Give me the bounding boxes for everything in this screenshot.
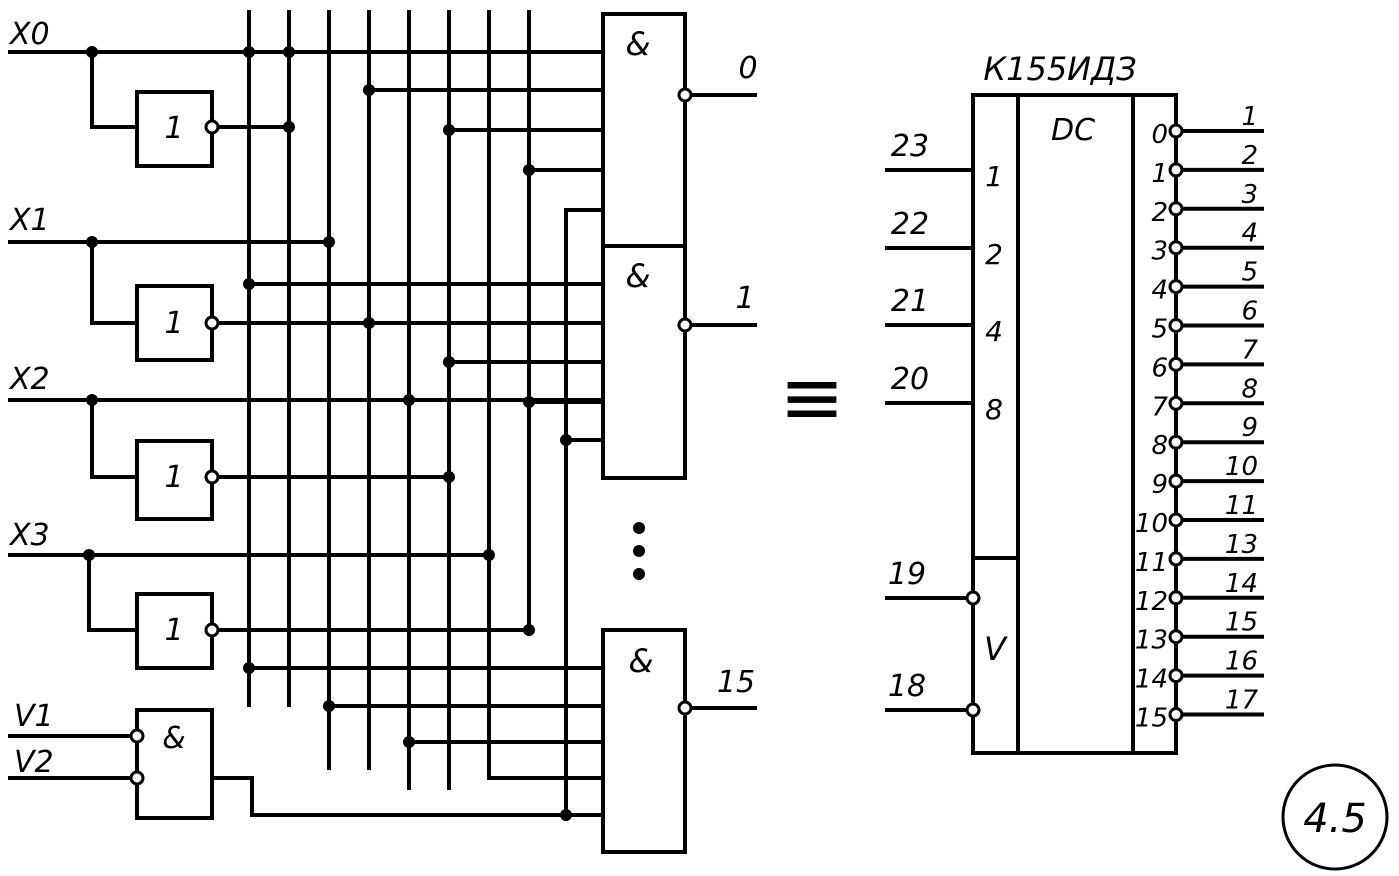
output-number-label: 14 (1135, 665, 1168, 695)
output-pin-bubble (1168, 123, 1184, 139)
address-pin-number: 20 (891, 362, 929, 397)
output-pin-number: 15 (1225, 608, 1258, 638)
enable-label-v1: V1 (14, 699, 54, 734)
output-pin-bubble (1168, 434, 1184, 450)
equivalence-symbol: ≡ (779, 353, 844, 443)
address-bus (247, 10, 605, 817)
output-pin-bubble (1168, 201, 1184, 217)
output-pin-number: 4 (1241, 219, 1258, 249)
output-pin-number: 3 (1241, 180, 1258, 210)
chip-title: К155ИДЗ (983, 50, 1136, 88)
output-number-label: 4 (1151, 276, 1168, 306)
and-gate-label: & (626, 257, 651, 295)
output-number-label: 2 (1151, 198, 1168, 228)
address-pin-number: 22 (891, 207, 929, 242)
input-label-x0: X0 (8, 17, 50, 52)
output-pin-bubble (1168, 240, 1184, 256)
output-pin-bubble (1168, 707, 1184, 722)
ellipsis-dots (633, 522, 645, 580)
enable-pin-number: 19 (888, 557, 926, 592)
output-pin-number: 2 (1241, 141, 1258, 171)
output-pin-number: 14 (1225, 569, 1258, 599)
address-pin-number: 23 (891, 129, 929, 164)
output-pin-bubble (1168, 512, 1184, 528)
and-gate-1: & 1 (601, 244, 757, 480)
input-label-x3: X3 (8, 518, 50, 553)
enable-and-gate: & (129, 708, 214, 820)
inverter-x0: 1 (135, 90, 220, 168)
output-number-label: 15 (1135, 704, 1168, 734)
output-pin-number: 5 (1241, 258, 1258, 288)
output-pin-bubble (1168, 279, 1184, 295)
enable-pin-number: 18 (888, 669, 926, 704)
output-pin-number: 16 (1225, 647, 1258, 677)
address-weight-label: 2 (985, 238, 1003, 271)
and-gate-15: & 15 (601, 628, 757, 854)
and-gate-label: & (626, 25, 651, 63)
output-number-label: 7 (1151, 392, 1168, 422)
enable-label-v2: V2 (14, 745, 54, 780)
output-number-label: 10 (1135, 509, 1168, 539)
chip-function-label: DC (1051, 113, 1095, 148)
output-label-0: 0 (738, 51, 757, 86)
junction-dots (83, 46, 572, 821)
output-pin-bubble (1168, 162, 1184, 178)
and-gate-label: & (162, 721, 185, 756)
output-pin-bubble (1168, 668, 1184, 684)
output-pin-bubble (1168, 551, 1184, 567)
output-number-label: 11 (1135, 548, 1168, 578)
enable-pin-bubble (965, 590, 981, 606)
input-label-x1: X1 (8, 203, 50, 238)
output-label-1: 1 (735, 281, 754, 316)
enable-pin-bubble (965, 702, 981, 718)
output-pin-number: 10 (1225, 452, 1258, 482)
input-label-x2: X2 (8, 362, 50, 397)
inverter-x1: 1 (135, 284, 220, 362)
output-label-15: 15 (717, 665, 755, 700)
output-number-label: 5 (1151, 315, 1168, 345)
inverter-label: 1 (164, 460, 183, 495)
figure-number-badge: 4.5 (1281, 763, 1389, 871)
and-gate-label: & (629, 642, 654, 680)
output-pin-number: 11 (1225, 491, 1258, 521)
inverter-label: 1 (164, 613, 183, 648)
output-pin-number: 9 (1241, 413, 1258, 443)
address-weight-label: 1 (985, 160, 1003, 193)
output-number-label: 0 (1151, 120, 1168, 150)
inverter-label: 1 (164, 306, 183, 341)
figure-number: 4.5 (1303, 796, 1367, 842)
chip-k155id3: К155ИДЗ DC V 231222214208191801122334455… (885, 50, 1264, 755)
output-number-label: 8 (1151, 431, 1168, 461)
output-pin-bubble (1168, 395, 1184, 411)
chip-enable-label: V (984, 630, 1008, 668)
output-pin-number: 6 (1241, 297, 1258, 327)
output-pin-number: 13 (1225, 530, 1258, 560)
output-number-label: 12 (1135, 587, 1168, 617)
output-pin-bubble (1168, 318, 1184, 333)
gate-input-lines (247, 88, 605, 780)
address-weight-label: 8 (985, 393, 1003, 426)
output-pin-number: 17 (1225, 686, 1259, 716)
output-pin-number: 8 (1241, 374, 1258, 404)
output-pin-number: 1 (1241, 102, 1258, 132)
output-number-label: 6 (1151, 353, 1168, 383)
address-pin-number: 21 (891, 284, 929, 319)
output-number-label: 3 (1151, 237, 1168, 267)
inverter-x3: 1 (135, 592, 220, 670)
output-pin-number: 7 (1241, 335, 1258, 365)
inverter-label: 1 (164, 111, 183, 146)
output-number-label: 13 (1135, 626, 1168, 656)
address-weight-label: 4 (985, 315, 1003, 348)
output-number-label: 9 (1151, 470, 1168, 500)
output-number-label: 1 (1151, 159, 1168, 189)
output-pin-bubble (1168, 356, 1184, 372)
output-pin-bubble (1168, 473, 1184, 489)
input-wiring (8, 50, 605, 817)
inverter-x2: 1 (135, 439, 220, 521)
output-pin-bubble (1168, 590, 1184, 606)
output-pin-bubble (1168, 629, 1184, 645)
and-gate-0: & 0 (601, 12, 758, 248)
